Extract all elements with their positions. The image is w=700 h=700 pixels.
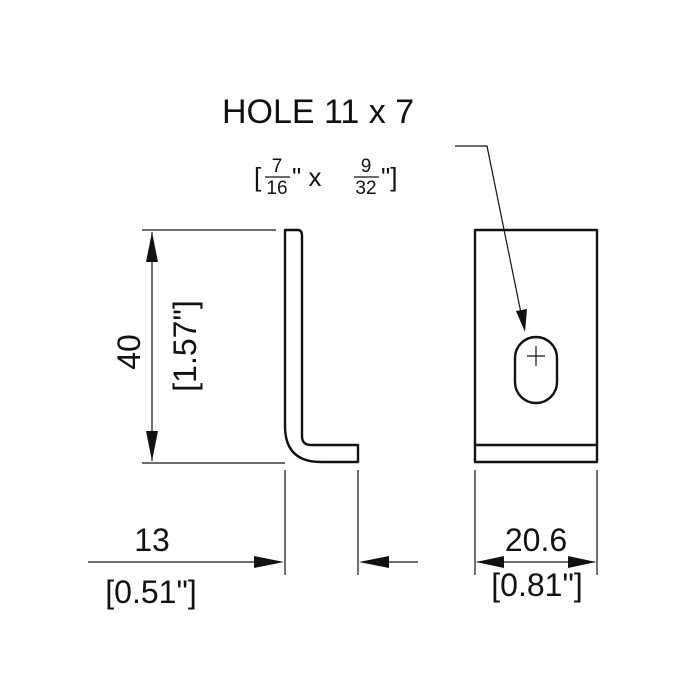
leg-arrow-left — [254, 556, 284, 568]
slot-hole — [513, 335, 559, 405]
height-arrow-bottom — [146, 431, 158, 461]
height-arrow-top — [146, 232, 158, 262]
hole-callout-bracket-close: "] — [381, 162, 397, 192]
height-dimension: 40 [1.57"] — [111, 229, 285, 464]
width-metric-label: 20.6 — [505, 522, 567, 558]
hole-fraction-2-denominator: 32 — [355, 178, 376, 199]
hole-callout-title: HOLE 11 x 7 — [222, 93, 414, 131]
leg-metric-label: 13 — [134, 522, 170, 558]
height-imperial-label: [1.57"] — [167, 300, 203, 391]
hole-fraction-1-numerator: 7 — [272, 156, 283, 177]
height-metric-label: 40 — [111, 334, 147, 370]
front-view — [473, 228, 599, 464]
bracket-front-outline — [473, 228, 599, 464]
hole-leader-arrowhead — [516, 309, 527, 332]
leg-arrow-right — [359, 556, 389, 568]
hole-fraction-2-numerator: 9 — [361, 156, 372, 177]
hole-fraction-1-denominator: 16 — [266, 178, 287, 199]
hole-leader-line — [455, 145, 523, 319]
leg-imperial-label: [0.51"] — [105, 574, 196, 610]
leg-dimension: 13 [0.51"] — [88, 470, 418, 610]
hole-leader — [455, 145, 527, 332]
width-arrow-right — [568, 556, 596, 568]
hole-callout-inch-x: " x — [292, 162, 321, 192]
hole-callout: HOLE 11 x 7 [ 7 16 " x 9 32 "] — [222, 93, 414, 199]
width-dimension: 20.6 [0.81"] — [474, 470, 598, 603]
width-imperial-label: [0.81"] — [491, 567, 582, 603]
side-view — [283, 228, 360, 464]
bracket-side-profile — [283, 228, 360, 464]
hole-callout-bracket-open: [ — [254, 162, 262, 192]
width-arrow-left — [476, 556, 504, 568]
